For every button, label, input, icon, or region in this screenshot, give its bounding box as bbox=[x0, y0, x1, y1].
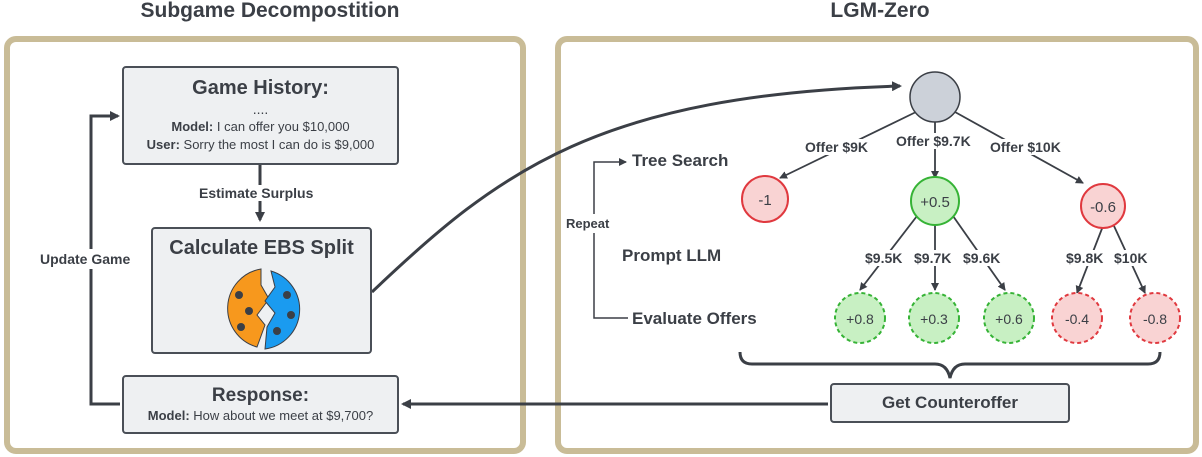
edge-label-9-7k: $9.7K bbox=[914, 250, 952, 266]
edge-label-9-6k: $9.6K bbox=[963, 250, 1001, 266]
edge-label-9-5k: $9.5K bbox=[865, 250, 903, 266]
leaf-node-2 bbox=[908, 292, 960, 344]
game-history-user-line: User: Sorry the most I can do is $9,000 bbox=[124, 136, 397, 154]
game-history-model-line: Model: I can offer you $10,000 bbox=[124, 118, 397, 136]
leaf-node-3 bbox=[983, 292, 1035, 344]
edge-label-9-8k: $9.8K bbox=[1066, 250, 1104, 266]
leaf-node-4-value: -0.4 bbox=[1065, 311, 1089, 327]
left-panel-title: Subgame Decompostition bbox=[140, 0, 400, 22]
ebs-split-box: Calculate EBS Split bbox=[151, 227, 372, 354]
repeat-loop-arrow bbox=[593, 158, 628, 319]
tree-search-step: Tree Search bbox=[632, 151, 729, 170]
leaves-curly-brace bbox=[738, 351, 1162, 379]
leaf-node-1 bbox=[834, 292, 886, 344]
game-history-ellipsis: .... bbox=[252, 101, 269, 117]
right-panel-title: LGM-Zero bbox=[830, 0, 930, 22]
tree-node-offer-10k-value: -0.6 bbox=[1090, 199, 1116, 216]
tree-node-offer-9k bbox=[741, 175, 789, 223]
response-model-label: Model: bbox=[147, 408, 190, 423]
tree-node-offer-10k bbox=[1080, 183, 1126, 229]
estimate-surplus-label: Estimate Surplus bbox=[197, 185, 316, 201]
split-pie-icon bbox=[227, 268, 301, 350]
get-counteroffer-label: Get Counteroffer bbox=[882, 393, 1018, 412]
tree-node-offer-9-7k bbox=[910, 176, 960, 226]
tree-node-offer-9k-value: -1 bbox=[758, 192, 771, 209]
response-title: Response: bbox=[211, 385, 310, 406]
tree-root-node bbox=[909, 71, 961, 123]
response-model-message: How about we meet at $9,700? bbox=[189, 408, 374, 423]
prompt-llm-step: Prompt LLM bbox=[622, 246, 722, 265]
response-model-line: Model: How about we meet at $9,700? bbox=[124, 407, 397, 425]
evaluate-offers-step: Evaluate Offers bbox=[632, 309, 757, 328]
leaf-node-4 bbox=[1051, 292, 1103, 344]
game-history-box: Game History: .... Model: I can offer yo… bbox=[122, 66, 399, 165]
leaf-node-2-value: +0.3 bbox=[920, 311, 948, 327]
user-label: User: bbox=[146, 137, 180, 152]
model-message: I can offer you $10,000 bbox=[213, 119, 350, 134]
leaf-node-5-value: -0.8 bbox=[1143, 311, 1167, 327]
tree-node-offer-9-7k-value: +0.5 bbox=[920, 194, 950, 211]
edge-label-offer-9-7k: Offer $9.7K bbox=[896, 133, 971, 149]
user-message: Sorry the most I can do is $9,000 bbox=[179, 137, 375, 152]
edge-label-offer-9k: Offer $9K bbox=[805, 139, 869, 155]
repeat-label: Repeat bbox=[566, 214, 610, 233]
edge-label-offer-10k: Offer $10K bbox=[990, 139, 1061, 155]
update-game-label: Update Game bbox=[38, 249, 133, 269]
leaf-node-1-value: +0.8 bbox=[846, 311, 874, 327]
get-counteroffer-box: Get Counteroffer bbox=[830, 383, 1070, 423]
model-label: Model: bbox=[171, 119, 214, 134]
ebs-split-title: Calculate EBS Split bbox=[169, 237, 354, 259]
leaf-node-3-value: +0.6 bbox=[995, 311, 1023, 327]
edge-label-10k: $10K bbox=[1114, 250, 1148, 266]
leaf-node-5 bbox=[1129, 292, 1181, 344]
game-history-title: Game History: bbox=[192, 77, 329, 99]
ebs-to-tree-arrow bbox=[370, 81, 902, 294]
response-box: Response: Model: How about we meet at $9… bbox=[122, 375, 399, 434]
